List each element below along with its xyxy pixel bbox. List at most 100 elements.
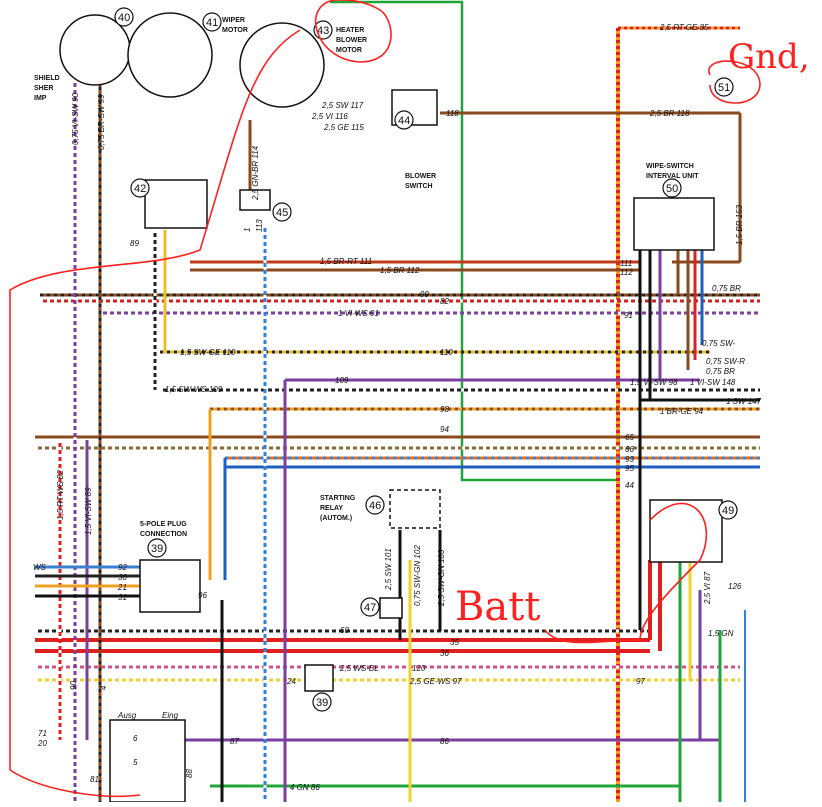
wire-label: 1,5 GN: [708, 629, 734, 638]
component-c44-caption: BLOWER: [405, 173, 436, 180]
wire-label: 4 GN 86: [290, 783, 320, 792]
component-c40-number: 40: [118, 12, 130, 24]
wire-label: 2,5 RT-GE 85: [659, 23, 709, 32]
hand-annotations: [9, 0, 761, 798]
wire-label: 2,5 VI 116: [311, 112, 348, 121]
component-c50-caption: INTERVAL UNIT: [646, 173, 699, 180]
wire-label: 126: [728, 582, 742, 591]
wire-label: 1 VI-SW 148: [690, 378, 736, 387]
wire-label: 2,5 BR 118: [649, 109, 690, 118]
wire-label: 20: [37, 739, 47, 748]
component-c44-number: 44: [398, 115, 410, 127]
wire-label: 87: [230, 737, 239, 746]
component-c46-caption: RELAY: [320, 505, 343, 512]
wire-label: 21: [117, 583, 127, 592]
component-number-badge: [360, 597, 380, 617]
component-c39a-number: 39: [151, 543, 163, 555]
component-c51-number: 51: [718, 82, 730, 94]
component-number-badge: [114, 7, 134, 27]
wire-label: 88: [185, 769, 194, 778]
component-c40-caption: SHIELD: [34, 75, 60, 82]
component-number-badge: [130, 178, 150, 198]
component-c50-number: 50: [666, 183, 678, 195]
wire-label: 86: [440, 737, 449, 746]
component-c50-caption: WIPE-SWITCH: [646, 163, 694, 170]
component-c41-caption: MOTOR: [222, 27, 248, 34]
wire-label: 113: [255, 219, 264, 232]
wire-label: 2,5 GE 115: [323, 123, 364, 132]
wire-label: 4: [99, 685, 108, 690]
component-number-badge: [714, 77, 734, 97]
wire-label: 96: [198, 591, 207, 600]
wire-label: 66: [625, 445, 634, 454]
wire-label: 0,75 SW-GN 102: [413, 545, 422, 606]
wire-label: 1,5 SW-WS 109: [165, 385, 223, 394]
wire-label: 81: [90, 775, 99, 784]
wire-label: 30: [118, 573, 127, 582]
component-number-badge: [718, 500, 738, 520]
component-c41-caption: WIPER: [222, 17, 245, 24]
wire-label: 2,5 GN-BR 114: [251, 145, 260, 201]
component-c40-caption: SHER: [34, 85, 53, 92]
wire-label: 60: [340, 626, 349, 635]
wire-label: 1 SW 147: [726, 397, 762, 406]
component-c39a-caption: CONNECTION: [140, 531, 187, 538]
wire-label: 0,75 SW-R: [706, 357, 745, 366]
component-c44-caption: SWITCH: [405, 183, 433, 190]
wire-label: 44: [625, 481, 634, 490]
wire-label: 91: [624, 311, 633, 320]
component-number-badge: [147, 538, 167, 558]
component-number-badge: [202, 12, 222, 32]
wire-label: 1,5 VI-SW 89: [84, 487, 93, 535]
component-c39a-caption: 5-POLE PLUG: [140, 521, 187, 528]
wires: [35, 0, 760, 802]
component-c46-caption: STARTING: [320, 495, 356, 502]
component-c41-number: 41: [206, 17, 218, 29]
wire-label: 0,75 BR: [712, 284, 741, 293]
wire-label: 71: [38, 729, 47, 738]
wire-label: 65: [625, 433, 634, 442]
wire-label: 118: [446, 109, 459, 118]
wire-label: 36: [440, 649, 449, 658]
wire-label: 1,5 BR-RT 111: [320, 257, 372, 266]
wire-label: 94: [440, 425, 449, 434]
wire-label: 0,75 VI-SW 90: [71, 92, 80, 145]
wire-label: 1 BR-GE 94: [660, 407, 704, 416]
wire-label: 6: [133, 734, 138, 743]
component-c43-caption: MOTOR: [336, 47, 362, 54]
wire-label: 111: [620, 259, 632, 268]
component-c46-caption: (AUTOM.): [320, 515, 352, 522]
wire-label: 31: [118, 593, 127, 602]
component-number-badge: [662, 178, 682, 198]
wire-label: 112: [620, 268, 633, 277]
wire-label: Eing: [162, 711, 179, 720]
wire-label: 35: [450, 638, 459, 647]
wire-label: 5: [133, 758, 138, 767]
wire-label: 90: [69, 681, 78, 690]
wire-label: 109: [335, 376, 349, 385]
wire-label: 0,75 BR: [706, 367, 735, 376]
component-number-badge: [312, 692, 332, 712]
component-c43-caption: BLOWER: [336, 37, 367, 44]
components: [59, 12, 723, 803]
component-number-badge: [272, 202, 292, 222]
wire-label: 110: [440, 348, 453, 357]
component-c49-number: 49: [722, 505, 734, 517]
component-c43-caption: HEATER: [336, 27, 364, 34]
wire-label: 1 VI-WS 91: [338, 309, 379, 318]
wire-label: 95: [625, 464, 634, 473]
wire-label: 97: [636, 677, 645, 686]
component-number-badge: [394, 110, 414, 130]
annotation-gnd: Gnd,: [728, 37, 810, 77]
wire-label: 2,5 SW 101: [384, 548, 393, 591]
component-c39b-number: 39: [316, 697, 328, 709]
wire-label: 99: [420, 290, 429, 299]
wire-label: 120: [412, 664, 426, 673]
wire-label: 98: [440, 405, 449, 414]
wire-label: 1,5 BR 112: [380, 266, 420, 275]
component-c45-number: 45: [276, 207, 288, 219]
wire-label: 1,5 BR 153: [735, 204, 744, 245]
wire-label: 2,5 VI 87: [703, 571, 712, 605]
